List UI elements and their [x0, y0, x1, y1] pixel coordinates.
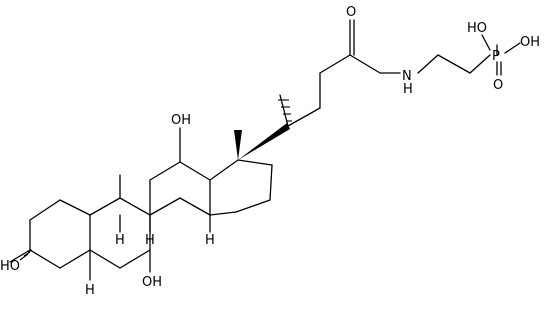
ring-a — [29, 199, 91, 269]
side-chain — [238, 19, 491, 160]
carbonyl-o-label: O — [346, 5, 356, 20]
ring-c — [149, 161, 211, 216]
oh-7-label: OH — [142, 275, 162, 290]
p-oh-label: OH — [520, 35, 540, 50]
p-double-o-label: O — [493, 78, 503, 93]
phosphorus-label: P — [492, 49, 500, 64]
amide-n-label: N — [402, 69, 412, 84]
oh-3-label: HO — [0, 259, 20, 274]
c3-oh-line — [9, 249, 31, 263]
oh-12-label: OH — [171, 113, 191, 128]
h-14-label: H — [205, 233, 215, 248]
h-9-label: H — [115, 233, 125, 248]
c3-oh-bond — [19, 249, 33, 261]
h-8-label: H — [145, 233, 155, 248]
ring-d — [209, 159, 273, 216]
phosphonic-acid — [481, 34, 521, 76]
amide-nh-label: H — [403, 82, 413, 97]
p-ho-label: HO — [467, 21, 487, 36]
h-5-label: H — [85, 283, 95, 298]
methyl-c13 — [234, 130, 242, 160]
